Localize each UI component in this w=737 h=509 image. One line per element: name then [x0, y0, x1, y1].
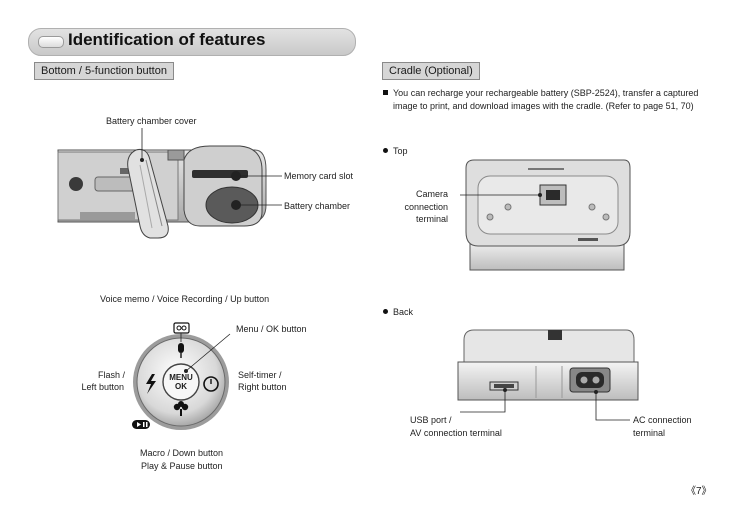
label-battery-cover: Battery chamber cover [106, 116, 197, 126]
label-self-timer: Self-timer / [238, 370, 282, 380]
label-camera-terminal: Camera connection terminal [404, 189, 448, 224]
title-bullet-icon [38, 36, 64, 48]
label-ac-terminal: AC connection terminal [633, 415, 692, 438]
label-usb-port: USB port / AV connection terminal [410, 415, 502, 438]
five-function-pad [133, 334, 229, 430]
label-memory-card-slot: Memory card slot [284, 171, 354, 181]
cradle-description: You can recharge your rechargeable batte… [383, 87, 723, 112]
play-pause-icon [132, 420, 150, 429]
label-right-button: Right button [238, 382, 287, 392]
label-macro: Macro / Down button [140, 448, 224, 458]
dot-bullet-icon [383, 309, 388, 314]
dot-bullet-icon [383, 148, 388, 153]
menu-ok-center: MENU OK [163, 373, 199, 391]
section-cradle-label: Cradle (Optional) [382, 62, 480, 80]
cradle-top-illustration [465, 159, 631, 271]
page-number: 《7》 [686, 486, 712, 497]
flash-icon [146, 374, 156, 394]
square-bullet-icon [383, 90, 388, 95]
title-bar [28, 28, 356, 56]
desc-line-2: image to print, and download images with… [393, 100, 694, 111]
desc-line-1: You can recharge your rechargeable batte… [383, 87, 723, 100]
label-left-button: Left button [81, 382, 124, 392]
back-heading: Back [383, 306, 413, 319]
microphone-icon [178, 343, 184, 358]
ok-text: OK [175, 382, 187, 391]
camera-bottom-illustration [57, 145, 267, 239]
label-voice-memo: Voice memo / Voice Recording / Up button [100, 294, 270, 304]
cradle-back-illustration [457, 329, 639, 401]
top-heading: Top [383, 145, 408, 158]
label-flash: Flash / [97, 370, 125, 380]
label-battery-chamber: Battery chamber [284, 201, 351, 211]
macro-icon [173, 401, 189, 416]
menu-text: MENU [169, 373, 193, 382]
section-bottom-label: Bottom / 5-function button [34, 62, 174, 80]
label-menu-ok: Menu / OK button [236, 324, 307, 334]
label-play-pause: Play & Pause button [141, 461, 223, 471]
page-title: Identification of features [68, 30, 266, 49]
self-timer-icon [203, 376, 219, 392]
